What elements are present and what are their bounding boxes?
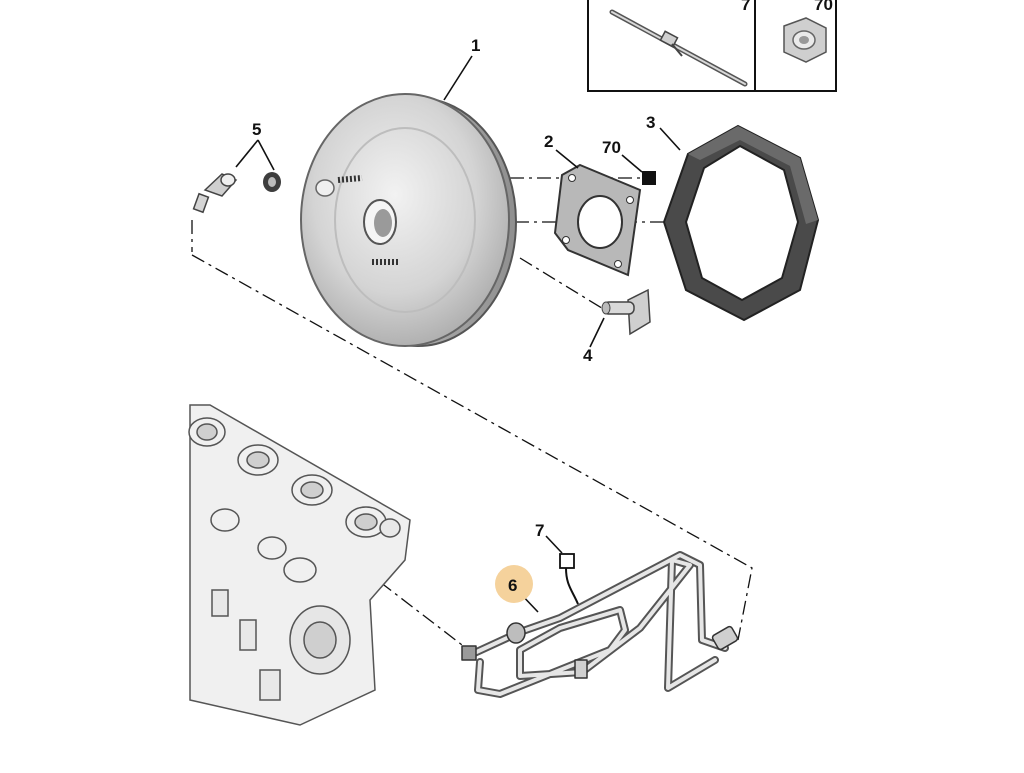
gasket <box>553 163 642 277</box>
callout-3: 3 <box>646 113 655 132</box>
callout-highlight <box>495 565 533 603</box>
vacuum-pipe <box>461 551 739 698</box>
cylinder-head <box>188 404 411 726</box>
inset-nut-label: 70 <box>814 0 833 14</box>
clip-leader <box>565 567 579 605</box>
callout-4: 4 <box>583 346 593 365</box>
clip-marker-icon <box>559 553 575 569</box>
callout-7: 7 <box>535 521 544 540</box>
check-valve <box>192 172 281 214</box>
inset-clip-part <box>609 9 748 87</box>
callout-70: 70 <box>602 138 621 157</box>
brake-booster <box>300 93 517 347</box>
callout-1: 1 <box>471 36 480 55</box>
pin-bracket <box>601 288 651 336</box>
callout-2: 2 <box>544 132 553 151</box>
callout-5: 5 <box>252 120 261 139</box>
leader-lines <box>235 55 681 613</box>
seal-ring <box>662 124 820 322</box>
inset-nut-part <box>783 17 827 63</box>
callout-6: 6 <box>508 576 517 595</box>
inset-panel: 7 70 <box>587 0 837 92</box>
inset-clip-label: 7 <box>741 0 750 14</box>
torque-marker-icon <box>642 171 656 185</box>
